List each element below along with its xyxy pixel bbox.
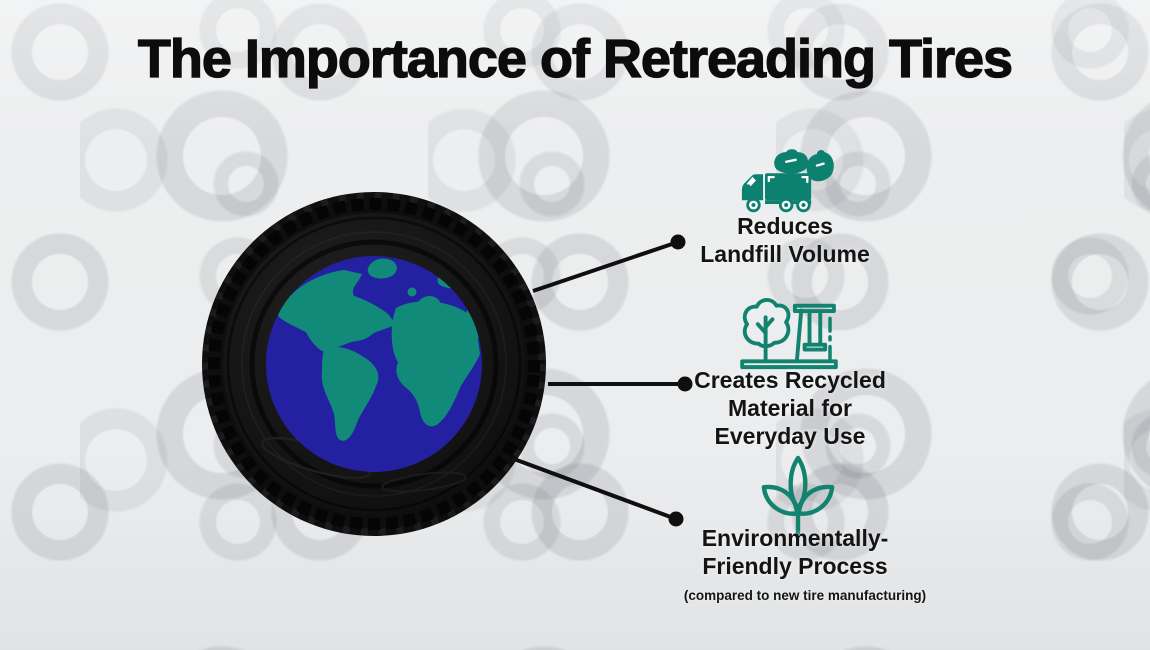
callout-eco-subtext: (compared to new tire manufacturing) (683, 588, 927, 603)
continent-north-america (278, 270, 396, 352)
callout-landfill-text: Reduces Landfill Volume (675, 212, 895, 268)
page-title: The Importance of Retreading Tires (137, 28, 1014, 89)
plant-leaves-icon (761, 455, 835, 535)
continent-africa (391, 301, 480, 427)
garbage-truck-icon (741, 149, 834, 213)
callout-landfill-line-1: Reduces (737, 213, 833, 239)
callout-recycled-line-1: Creates Recycled (694, 367, 886, 393)
tire-with-globe-illustration (202, 192, 546, 536)
callout-recycled-line-2: Material for (728, 395, 852, 421)
callout-recycled-line-3: Everyday Use (714, 423, 866, 449)
callout-eco-text: Environmentally- Friendly Process (685, 524, 905, 580)
continent-greenland (367, 258, 397, 279)
callout-eco-line-1: Environmentally- (701, 525, 889, 551)
continent-south-america (321, 347, 379, 441)
callout-recycled-text: Creates Recycled Material for Everyday U… (680, 366, 900, 450)
playground-icon (740, 297, 838, 370)
globe (266, 256, 482, 472)
callout-landfill-line-2: Landfill Volume (700, 241, 870, 267)
callout-eco-line-2: Friendly Process (702, 553, 888, 579)
